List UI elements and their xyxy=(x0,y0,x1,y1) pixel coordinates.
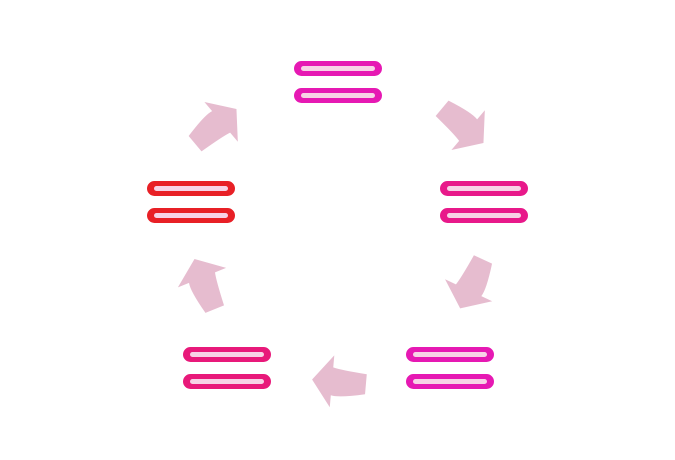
node-right xyxy=(440,181,528,223)
cycle-arrow-3 xyxy=(312,355,367,408)
cycle-arrow-5 xyxy=(188,101,238,152)
cycle-arrow-2 xyxy=(445,255,493,309)
node-bottom-left xyxy=(183,347,271,389)
node-left xyxy=(147,181,235,223)
node-top xyxy=(294,61,382,103)
node-bottom-right xyxy=(406,347,494,389)
cycle-arrow-4 xyxy=(177,259,227,313)
cycle-arrow-1 xyxy=(435,100,485,151)
